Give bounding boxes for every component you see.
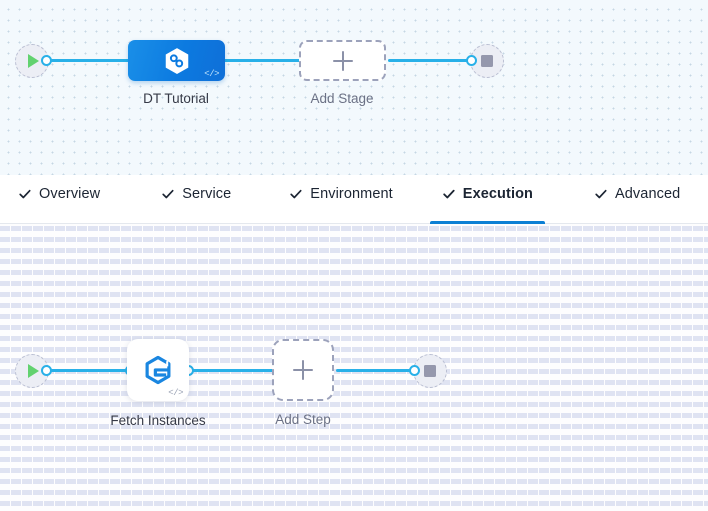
stage-code-badge: </> (204, 69, 219, 79)
edge-stage-to-add-stage (216, 59, 306, 62)
tab-advanced-label: Advanced (615, 185, 681, 202)
check-icon (19, 189, 31, 198)
tab-environment[interactable]: Environment (289, 175, 393, 223)
tab-overview[interactable]: Overview (18, 175, 100, 223)
stage-node-label: DT Tutorial (143, 91, 209, 106)
step-end-input-port[interactable] (409, 365, 420, 376)
step-code-badge: </> (168, 388, 183, 398)
check-icon (443, 189, 455, 198)
fetch-instances-hexagon-icon (145, 355, 171, 385)
step-node-fetch-instances[interactable]: </> (127, 339, 189, 401)
stage-config-tabbar: Overview Service Environment Execution (0, 175, 708, 224)
step-node-label: Fetch Instances (110, 413, 206, 428)
tab-execution[interactable]: Execution (429, 175, 545, 224)
plus-icon (293, 360, 313, 380)
step-end-node[interactable] (413, 354, 447, 388)
check-icon (290, 189, 302, 198)
play-icon (28, 364, 39, 378)
deployment-hexagon-icon (165, 47, 188, 74)
step-start-node[interactable] (15, 354, 49, 388)
add-stage-label: Add Stage (310, 91, 374, 106)
check-icon (162, 189, 174, 198)
tab-environment-label: Environment (310, 185, 393, 202)
tab-execution-label: Execution (462, 185, 533, 202)
tab-service-label: Service (182, 185, 232, 202)
tab-service[interactable]: Service (161, 175, 231, 223)
edge-step-to-add-step (185, 369, 275, 372)
edge-add-step-to-end (336, 369, 421, 372)
edge-add-stage-to-end (388, 59, 478, 62)
stop-square-icon (424, 365, 436, 377)
execution-graph-canvas[interactable]: </> Fetch Instances Add Step (0, 224, 708, 511)
play-icon (28, 54, 39, 68)
add-step-button[interactable] (272, 339, 334, 401)
plus-icon (332, 50, 353, 71)
add-stage-button[interactable] (299, 40, 386, 81)
stage-start-output-port[interactable] (41, 55, 52, 66)
stage-graph-canvas[interactable]: </> DT Tutorial Add Stage (0, 0, 708, 175)
edge-start-to-step (42, 369, 138, 372)
stop-square-icon (481, 55, 493, 67)
tab-advanced[interactable]: Advanced (594, 175, 680, 223)
edge-start-to-stage (42, 59, 138, 62)
add-step-label: Add Step (275, 412, 331, 427)
tab-overview-label: Overview (39, 185, 101, 202)
check-icon (595, 189, 607, 198)
tab-active-underline (429, 221, 545, 224)
stage-end-input-port[interactable] (466, 55, 477, 66)
stage-node-dt-tutorial[interactable]: </> (128, 40, 225, 81)
step-start-output-port[interactable] (41, 365, 52, 376)
